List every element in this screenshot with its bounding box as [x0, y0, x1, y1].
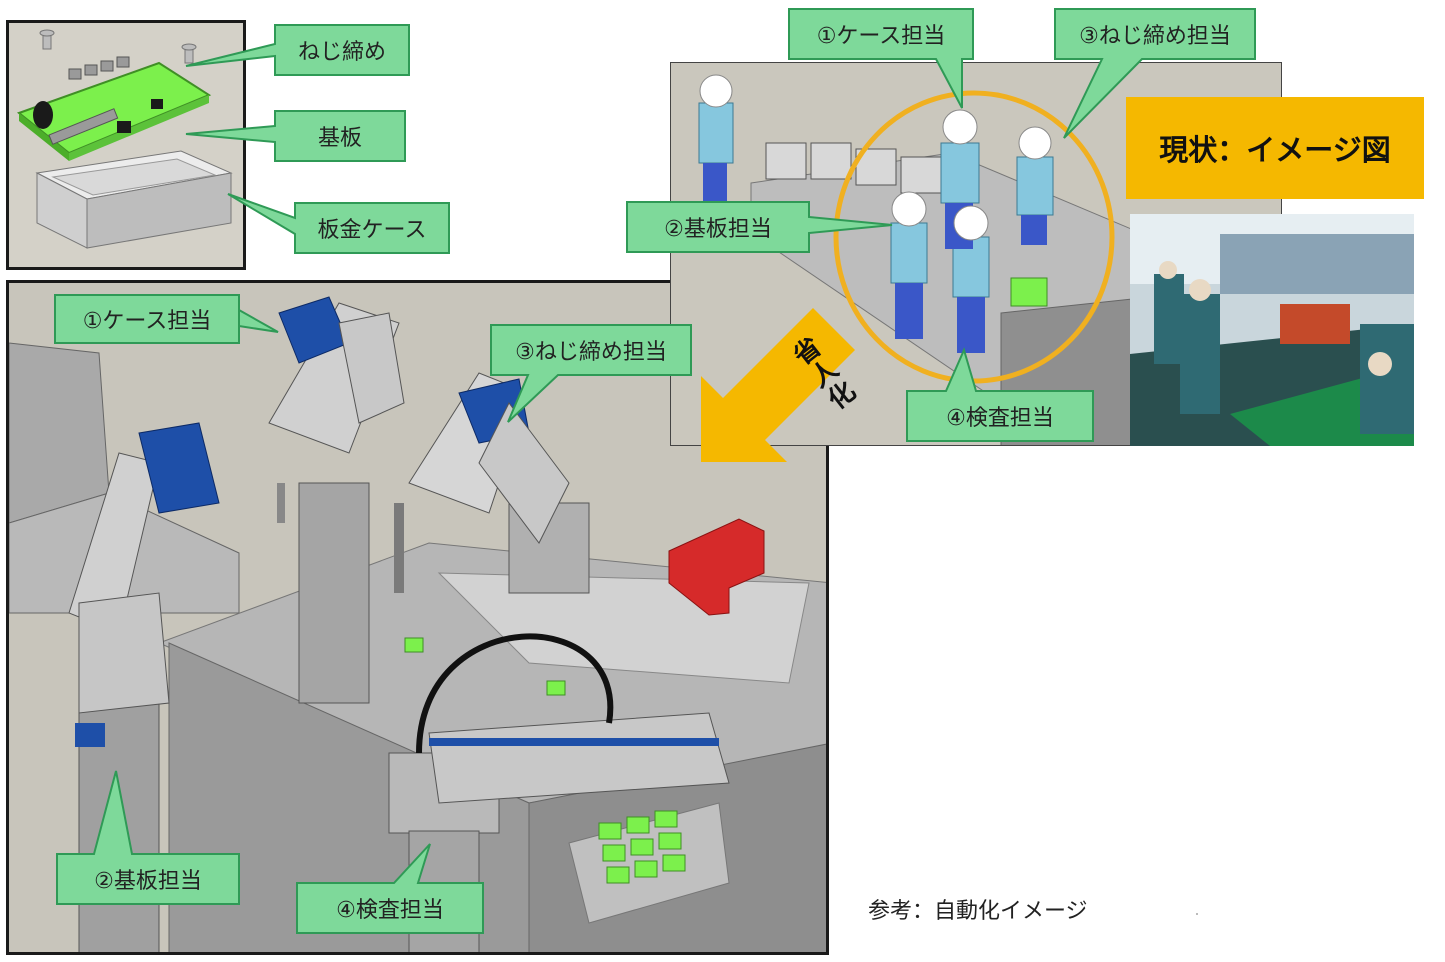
current-state-banner: 現状：イメージ図: [1126, 97, 1424, 199]
callout-label: ④検査担当: [946, 406, 1054, 431]
callout-label: ③ねじ締め担当: [515, 340, 667, 365]
callout-current-inspect: ④検査担当: [904, 347, 1096, 444]
callout-label: 板金ケース: [317, 218, 427, 243]
callout-auto-case: ①ケース担当: [52, 292, 279, 346]
callout-auto-inspect: ④検査担当: [294, 843, 486, 936]
callout-auto-board: ②基板担当: [54, 770, 242, 907]
worker-figures: [698, 74, 1054, 353]
callout-label: 基板: [317, 126, 362, 151]
reference-caption: 参考：自動化イメージ: [868, 899, 1088, 924]
callout-parts-screw: ねじ締め: [185, 22, 412, 78]
arrow-down-left-icon: [701, 308, 855, 462]
callout-label: ②基板担当: [94, 869, 202, 894]
factory-photo: [1130, 214, 1414, 446]
parts-diagram-panel: [6, 20, 246, 270]
factory-photo-illustration: [1130, 214, 1414, 446]
stray-dot: [1196, 913, 1198, 915]
callout-current-case: ①ケース担当: [786, 6, 976, 109]
callout-parts-case: 板金ケース: [227, 193, 452, 256]
callout-parts-board: 基板: [185, 108, 408, 164]
callout-label: ねじ締め: [297, 40, 386, 65]
callout-label: ③ねじ締め担当: [1079, 24, 1231, 49]
callout-label: ①ケース担当: [816, 24, 946, 49]
callout-current-board: ②基板担当: [624, 199, 893, 255]
callout-label: ④検査担当: [336, 898, 444, 923]
callout-current-screw: ③ねじ締め担当: [1052, 6, 1258, 139]
callout-label: ②基板担当: [664, 217, 772, 242]
callout-label: ①ケース担当: [82, 309, 212, 334]
parts-illustration: [16, 29, 233, 249]
reduction-arrow: [695, 300, 865, 470]
callout-auto-screw: ③ねじ締め担当: [488, 322, 694, 423]
